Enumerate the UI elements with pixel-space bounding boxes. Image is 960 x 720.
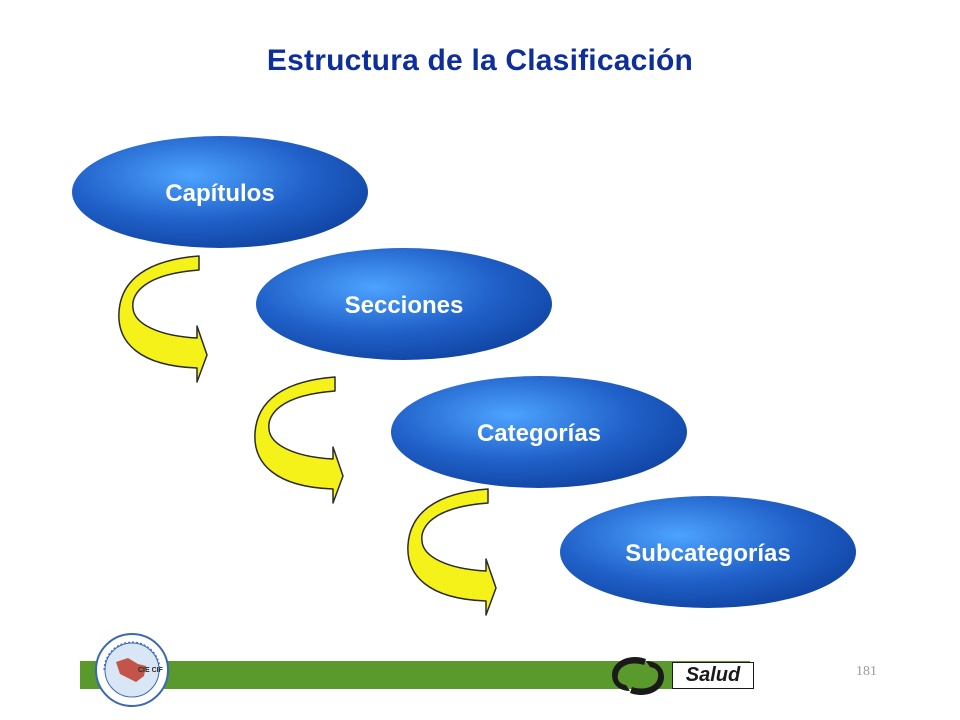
seal-label: CIE CIF xyxy=(138,667,164,674)
node-capitulos: Capítulos xyxy=(72,136,368,248)
node-label: Subcategorías xyxy=(625,540,790,567)
curved-arrow-icon xyxy=(254,376,344,504)
hierarchy-diagram: Capítulos Secciones Categorías Subcatego… xyxy=(72,136,856,616)
node-label: Categorías xyxy=(477,420,601,447)
curved-arrow-icon xyxy=(118,255,208,383)
node-subcategorias: Subcategorías xyxy=(560,496,856,608)
node-label: Capítulos xyxy=(165,180,274,207)
node-label: Secciones xyxy=(345,292,464,319)
salud-label: Salud xyxy=(685,664,741,686)
page-number: 181 xyxy=(856,664,877,679)
organization-seal-icon: CIE CIF xyxy=(95,633,169,707)
salud-swoosh-icon xyxy=(612,656,664,696)
curved-arrow-icon xyxy=(407,488,497,616)
salud-brand: Salud xyxy=(672,662,754,689)
node-secciones: Secciones xyxy=(256,248,552,360)
node-categorias: Categorías xyxy=(391,376,687,488)
page-title: Estructura de la Clasificación xyxy=(266,44,694,77)
